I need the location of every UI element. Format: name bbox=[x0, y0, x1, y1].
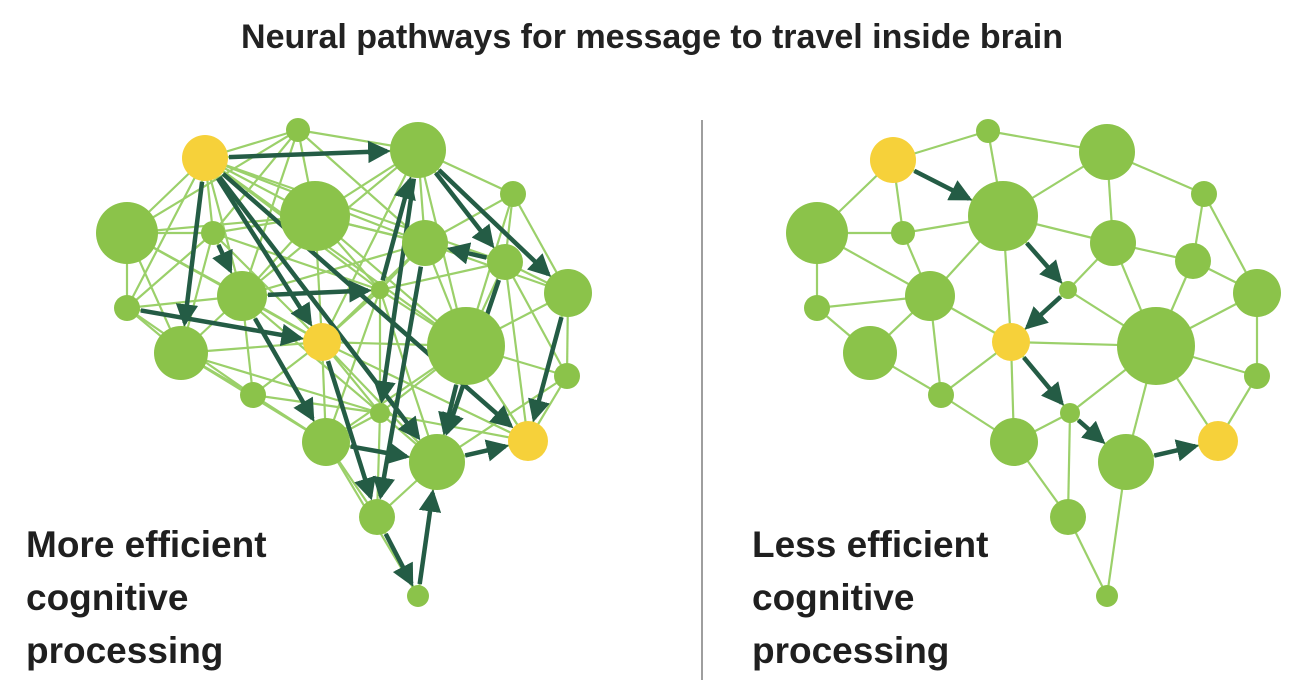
left-neuron bbox=[402, 220, 448, 266]
left-caption: More efficient cognitive processing bbox=[26, 518, 267, 677]
left-pathway-arrow bbox=[528, 316, 564, 423]
left-caption-line3: processing bbox=[26, 630, 224, 671]
right-pathway-arrow bbox=[1076, 418, 1106, 444]
left-neuron bbox=[427, 307, 505, 385]
left-neuron bbox=[286, 118, 310, 142]
right-neuron bbox=[1233, 269, 1281, 317]
left-neuron bbox=[280, 181, 350, 251]
left-neuron bbox=[201, 221, 225, 245]
left-link bbox=[252, 393, 381, 415]
left-neuron bbox=[544, 269, 592, 317]
right-pathway-arrow bbox=[913, 168, 973, 201]
left-link bbox=[180, 351, 381, 415]
right-neuron bbox=[1244, 363, 1270, 389]
left-pathway-arrow bbox=[438, 384, 461, 436]
right-brain-pathways bbox=[913, 168, 1200, 462]
right-neuron bbox=[786, 202, 848, 264]
right-highlight-neuron bbox=[992, 323, 1030, 361]
left-neuron bbox=[409, 434, 465, 490]
left-neuron bbox=[487, 244, 523, 280]
left-pathway-arrow bbox=[417, 489, 442, 585]
left-pathway-arrow bbox=[215, 177, 313, 327]
right-neuron bbox=[976, 119, 1000, 143]
right-neuron bbox=[891, 221, 915, 245]
right-neuron bbox=[1117, 307, 1195, 385]
left-pathway-arrow bbox=[253, 317, 315, 422]
left-pathway-arrow bbox=[140, 308, 304, 347]
left-pathway-arrow bbox=[437, 168, 552, 277]
left-neuron bbox=[359, 499, 395, 535]
right-neuron bbox=[1098, 434, 1154, 490]
left-link bbox=[212, 129, 299, 234]
left-neuron bbox=[554, 363, 580, 389]
right-neuron bbox=[1175, 243, 1211, 279]
left-link bbox=[324, 289, 382, 443]
right-neuron bbox=[1191, 181, 1217, 207]
left-pathway-arrow bbox=[175, 181, 205, 327]
left-neuron bbox=[390, 122, 446, 178]
right-neuron bbox=[905, 271, 955, 321]
left-caption-line2: cognitive bbox=[26, 577, 189, 618]
left-pathway-arrow bbox=[434, 171, 495, 249]
left-link bbox=[379, 260, 506, 292]
right-pathway-arrow bbox=[1153, 439, 1200, 462]
right-caption-line2: cognitive bbox=[752, 577, 915, 618]
right-pathway-arrow bbox=[1025, 241, 1063, 284]
right-pathway-arrow bbox=[1024, 295, 1063, 330]
right-pathway-arrow bbox=[1022, 355, 1064, 406]
left-pathway-arrow bbox=[373, 178, 417, 404]
left-pathway-arrow bbox=[464, 439, 510, 462]
right-neuron bbox=[1059, 281, 1077, 299]
left-link bbox=[503, 261, 530, 442]
left-neuron bbox=[371, 281, 389, 299]
right-neuron bbox=[928, 382, 954, 408]
left-brain-nodes bbox=[96, 118, 592, 607]
diagram-title: Neural pathways for message to travel in… bbox=[241, 18, 1063, 56]
left-neuron bbox=[370, 403, 390, 423]
left-pathway-arrow bbox=[350, 442, 411, 465]
panel-divider bbox=[701, 120, 703, 680]
left-highlight-neuron bbox=[303, 323, 341, 361]
left-neuron bbox=[217, 271, 267, 321]
left-neuron bbox=[500, 181, 526, 207]
left-pathway-arrow bbox=[267, 280, 372, 303]
left-pathway-arrow bbox=[383, 532, 414, 587]
left-link bbox=[126, 129, 299, 234]
right-neuron bbox=[990, 418, 1038, 466]
right-caption-line1: Less efficient bbox=[752, 524, 989, 565]
left-neuron bbox=[154, 326, 208, 380]
left-link bbox=[126, 232, 214, 309]
left-neuron bbox=[240, 382, 266, 408]
left-neuron bbox=[302, 418, 350, 466]
right-neuron bbox=[843, 326, 897, 380]
left-highlight-neuron bbox=[182, 135, 228, 181]
left-link bbox=[504, 261, 568, 377]
right-neuron bbox=[1060, 403, 1080, 423]
left-highlight-neuron bbox=[508, 421, 548, 461]
right-brain-nodes bbox=[786, 119, 1281, 607]
right-neuron bbox=[1079, 124, 1135, 180]
left-pathway-arrow bbox=[380, 176, 416, 281]
left-neuron bbox=[96, 202, 158, 264]
right-highlight-neuron bbox=[870, 137, 916, 183]
right-neuron bbox=[1050, 499, 1086, 535]
right-neuron bbox=[968, 181, 1038, 251]
right-caption-line3: processing bbox=[752, 630, 950, 671]
right-neuron bbox=[1090, 220, 1136, 266]
right-highlight-neuron bbox=[1198, 421, 1238, 461]
left-pathway-arrow bbox=[228, 140, 391, 164]
left-neuron bbox=[407, 585, 429, 607]
right-neuron bbox=[1096, 585, 1118, 607]
right-neuron bbox=[804, 295, 830, 321]
right-caption: Less efficient cognitive processing bbox=[752, 518, 988, 677]
left-neuron bbox=[114, 295, 140, 321]
left-pathway-arrow bbox=[212, 243, 233, 274]
left-caption-line1: More efficient bbox=[26, 524, 267, 565]
left-pathway-arrow bbox=[446, 242, 488, 265]
left-pathway-arrow bbox=[325, 360, 376, 501]
